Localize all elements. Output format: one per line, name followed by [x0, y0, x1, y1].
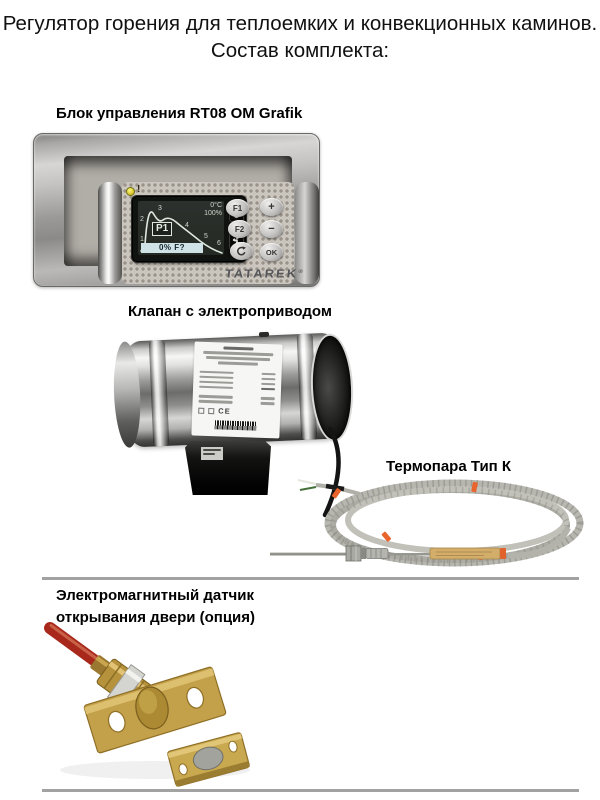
burn-curve-graph [140, 211, 223, 254]
hex-nut [345, 545, 362, 562]
status-readout: 0% F? [141, 243, 203, 253]
power-cable [322, 426, 341, 518]
section-label-control-unit: Блок управления RT08 OM Grafik [56, 105, 303, 122]
f1-button: F1 [226, 199, 249, 217]
brand-logo: TATAREK® [224, 266, 304, 281]
magnet [192, 746, 224, 771]
temperature-readout: 0°C [210, 202, 222, 209]
section-label-door-sensor: Электромагнитный датчик открывания двери… [56, 585, 255, 629]
door-sensor-label-line-1: Электромагнитный датчик [56, 587, 254, 604]
panel-recess: ! 1 2 3 4 5 6 0°C [64, 156, 319, 284]
screw-hole [186, 686, 205, 709]
f2-button: F2 [228, 220, 251, 238]
page-title: Регулятор горения для теплоемких и конве… [0, 10, 600, 64]
phase-number: 1 [140, 236, 144, 243]
minus-button: − [260, 220, 283, 238]
phase-number: 5 [204, 233, 208, 240]
section-label-valve: Клапан с электроприводом [128, 303, 332, 320]
plus-button: + [260, 198, 283, 216]
metal-roller-right [295, 182, 319, 284]
perforated-plate: ! 1 2 3 4 5 6 0°C [122, 182, 294, 284]
registered-mark: ® [298, 269, 304, 275]
valve-photo: CE [111, 331, 365, 519]
red-cable [44, 622, 104, 669]
steel-faceplate: ! 1 2 3 4 5 6 0°C [33, 133, 320, 287]
screw-hole [228, 740, 238, 753]
phase-number: 2 [140, 216, 144, 223]
alarm-icon: ! [137, 184, 141, 195]
title-line-2: Состав комплекта: [210, 39, 390, 62]
power-led [126, 187, 135, 196]
damper-percent-readout: 100% [204, 210, 222, 217]
magnet-plate [167, 732, 250, 787]
program-indicator: P1 [152, 222, 173, 236]
control-unit-photo: ! 1 2 3 4 5 6 0°C [33, 133, 320, 287]
lcd-screen: 1 2 3 4 5 6 0°C 100% P1 0% F? [138, 201, 224, 255]
phase-number: 3 [158, 205, 162, 212]
screw-hole [107, 710, 126, 733]
actuator-motor-box [185, 441, 271, 495]
bare-wire-green [299, 486, 317, 491]
compression-fitting [365, 548, 389, 559]
sleeve-tie [500, 548, 506, 559]
metal-roller-left [98, 182, 122, 284]
reset-icon [237, 245, 246, 255]
reset-button [230, 242, 253, 260]
thermocouple-photo [270, 479, 584, 567]
door-sensor-photo [44, 622, 250, 787]
heat-shrink-tip [325, 483, 345, 492]
lcd-display: 1 2 3 4 5 6 0°C 100% P1 0% F? [132, 196, 246, 262]
title-line-1: Регулятор горения для теплоемких и конве… [2, 12, 598, 35]
screw-hole [178, 763, 188, 776]
cable-tail [507, 526, 571, 559]
door-sensor-label-line-2: открывания двери (опция) [56, 609, 256, 626]
motor-label [201, 447, 223, 460]
bare-wire-white [297, 479, 317, 485]
section-label-thermocouple: Термопара Тип К [386, 458, 512, 475]
phase-number: 4 [185, 222, 189, 229]
id-sleeve [429, 547, 501, 560]
divider [42, 789, 579, 792]
ok-button: OK [260, 243, 283, 261]
phase-number: 6 [217, 240, 221, 247]
divider [42, 577, 579, 580]
probe [270, 545, 506, 562]
